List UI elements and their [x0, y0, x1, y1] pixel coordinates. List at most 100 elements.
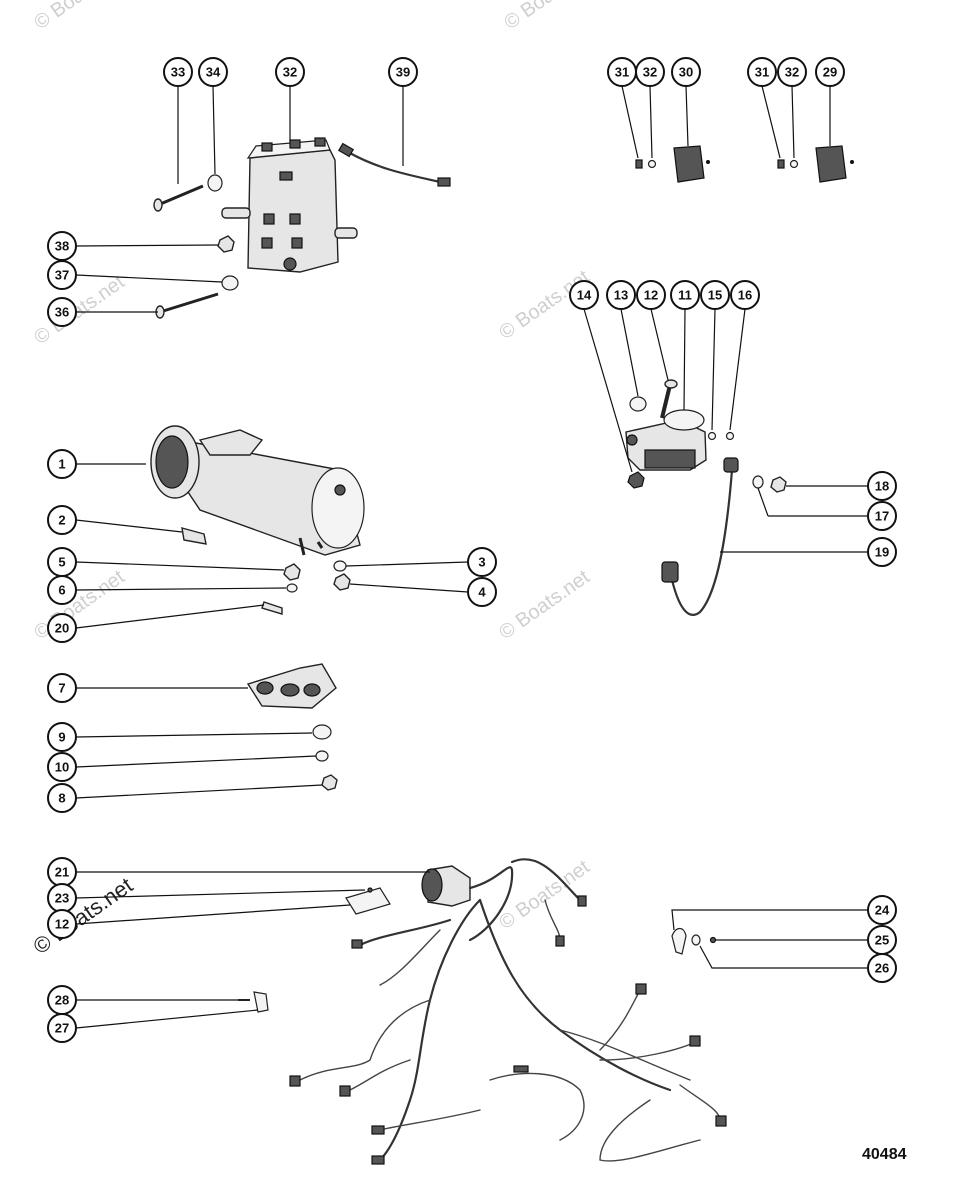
svg-text:3: 3	[478, 555, 485, 570]
callout-5: 5	[47, 547, 77, 577]
svg-text:31: 31	[615, 65, 629, 80]
svg-text:32: 32	[643, 65, 657, 80]
svg-text:6: 6	[58, 583, 65, 598]
svg-text:39: 39	[396, 65, 410, 80]
callout-32: 32	[635, 57, 665, 87]
svg-text:31: 31	[755, 65, 769, 80]
svg-text:27: 27	[55, 1021, 69, 1036]
callout-11: 11	[670, 280, 700, 310]
svg-text:33: 33	[171, 65, 185, 80]
callout-38: 38	[47, 231, 77, 261]
svg-text:15: 15	[708, 288, 722, 303]
svg-text:9: 9	[58, 730, 65, 745]
callout-23: 23	[47, 883, 77, 913]
callout-6: 6	[47, 575, 77, 605]
svg-text:17: 17	[875, 509, 889, 524]
clip-hardware	[671, 927, 717, 955]
svg-text:12: 12	[644, 288, 658, 303]
svg-text:36: 36	[55, 305, 69, 320]
svg-text:29: 29	[823, 65, 837, 80]
callout-15: 15	[700, 280, 730, 310]
svg-text:24: 24	[875, 903, 890, 918]
svg-text:37: 37	[55, 268, 69, 283]
svg-text:4: 4	[478, 585, 486, 600]
callout-3: 3	[467, 547, 497, 577]
watermark: © Boats.net	[495, 566, 594, 644]
svg-text:23: 23	[55, 891, 69, 906]
callout-27: 27	[47, 1013, 77, 1043]
callout-26: 26	[867, 953, 897, 983]
callout-20: 20	[47, 613, 77, 643]
svg-text:16: 16	[738, 288, 752, 303]
callout-25: 25	[867, 925, 897, 955]
svg-text:14: 14	[577, 288, 592, 303]
svg-text:26: 26	[875, 961, 889, 976]
callout-13: 13	[606, 280, 636, 310]
svg-text:30: 30	[679, 65, 693, 80]
starter-solenoid	[625, 379, 787, 616]
svg-text:19: 19	[875, 545, 889, 560]
callout-39: 39	[388, 57, 418, 87]
svg-text:32: 32	[283, 65, 297, 80]
svg-text:21: 21	[55, 865, 69, 880]
svg-text:25: 25	[875, 933, 889, 948]
svg-text:12: 12	[55, 917, 69, 932]
callout-30: 30	[671, 57, 701, 87]
callout-8: 8	[47, 783, 77, 813]
callout-12: 12	[636, 280, 666, 310]
callout-14: 14	[569, 280, 599, 310]
callout-34: 33	[163, 57, 193, 87]
callout-32-b: 32	[777, 57, 807, 87]
svg-text:20: 20	[55, 621, 69, 636]
callout-10: 10	[47, 752, 77, 782]
diagram-number: 40484	[862, 1146, 907, 1163]
callout-16: 16	[730, 280, 760, 310]
callout-31: 31	[607, 57, 637, 87]
svg-text:38: 38	[55, 239, 69, 254]
svg-text:11: 11	[678, 288, 692, 303]
callout-31-b: 31	[747, 57, 777, 87]
svg-text:28: 28	[55, 993, 69, 1008]
svg-text:8: 8	[58, 791, 65, 806]
svg-text:13: 13	[614, 288, 628, 303]
callout-33: 32	[275, 57, 305, 87]
callout-36: 36	[47, 297, 77, 327]
callout-24: 24	[867, 895, 897, 925]
fuse-holders	[635, 145, 854, 183]
svg-text:2: 2	[58, 513, 65, 528]
screw-and-clip	[238, 991, 269, 1013]
svg-text:7: 7	[58, 681, 65, 696]
watermark: © Boats.net	[30, 566, 129, 644]
watermark: © Boats.net	[30, 271, 129, 349]
callout-29: 29	[815, 57, 845, 87]
callout-9: 9	[47, 722, 77, 752]
leader-lines	[75, 85, 868, 1029]
callouts: 33 34 32 39 38 37 36 31 32 30 31 32 29 1…	[47, 57, 897, 1043]
callout-21: 21	[47, 857, 77, 887]
terminal-block-assembly	[153, 137, 451, 319]
svg-text:5: 5	[58, 555, 65, 570]
callout-17: 17	[867, 501, 897, 531]
starter-bracket	[246, 663, 338, 791]
watermark: © Boats.net	[500, 0, 599, 34]
callout-37: 37	[47, 260, 77, 290]
callout-1: 1	[47, 449, 77, 479]
callout-2: 2	[47, 505, 77, 535]
svg-text:1: 1	[58, 457, 65, 472]
svg-text:18: 18	[875, 479, 889, 494]
starter-motor	[150, 425, 365, 615]
watermark-dark: © Boats.net	[29, 872, 138, 959]
wiring-harness	[289, 858, 727, 1165]
callout-7: 7	[47, 673, 77, 703]
callout-18: 18	[867, 471, 897, 501]
svg-text:10: 10	[55, 760, 69, 775]
callout-12-b: 12	[47, 909, 77, 939]
svg-text:34: 34	[206, 65, 221, 80]
callout-4: 4	[467, 577, 497, 607]
callout-19: 19	[867, 537, 897, 567]
callout-28: 28	[47, 985, 77, 1015]
watermark: © Boats.net	[30, 0, 129, 34]
callout-35: 34	[198, 57, 228, 87]
svg-text:32: 32	[785, 65, 799, 80]
